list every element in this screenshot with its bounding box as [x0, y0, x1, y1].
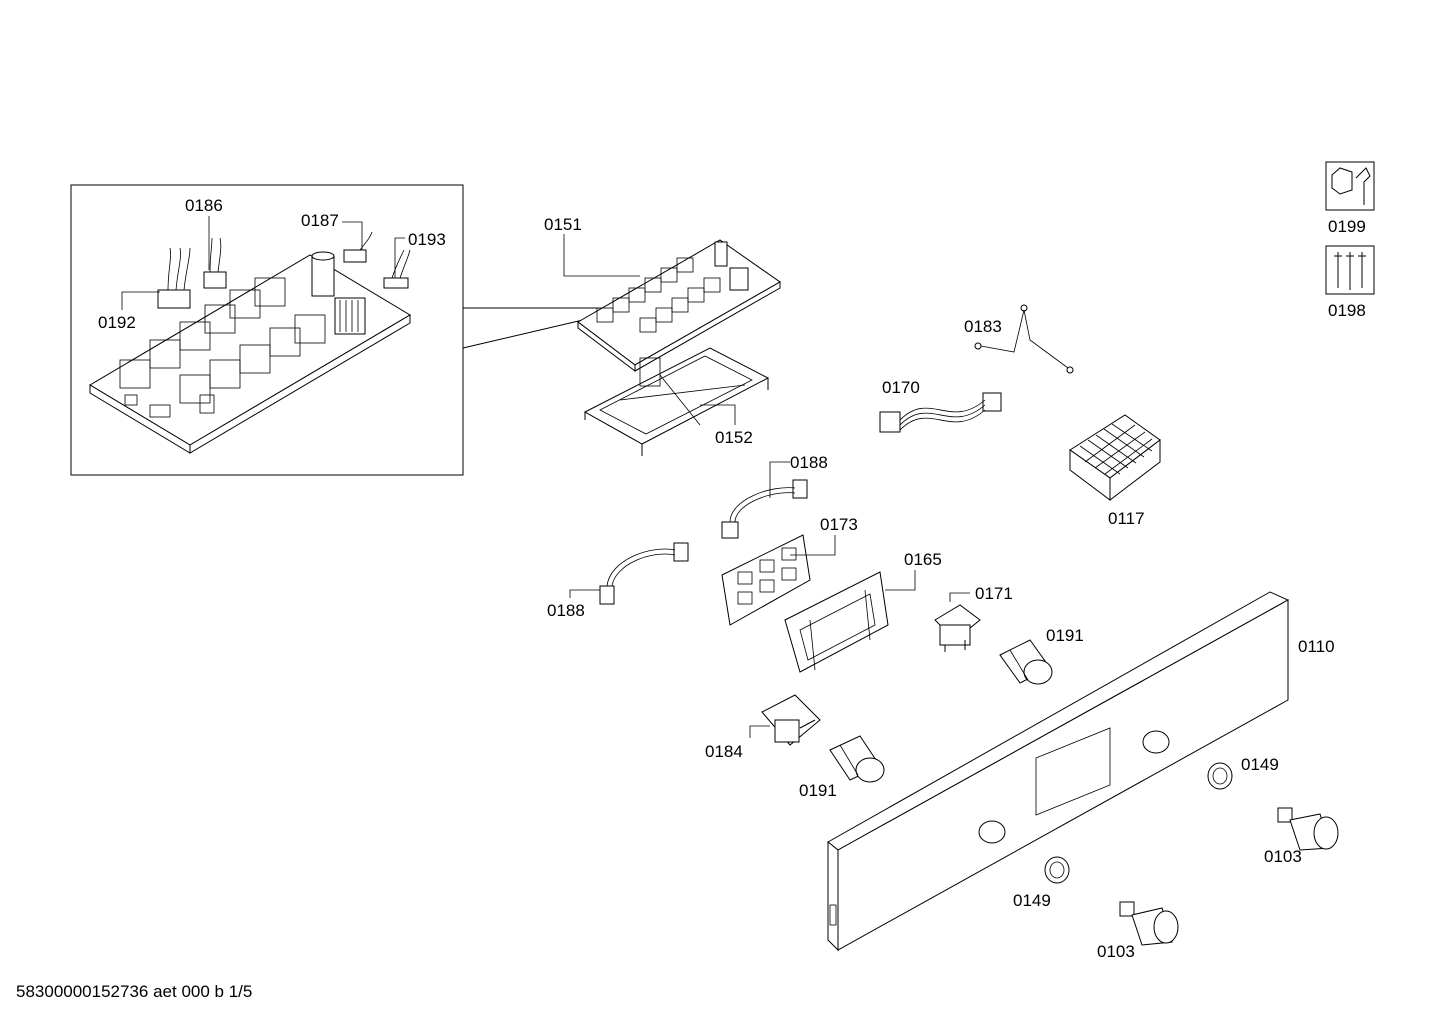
- part-0171-switch: [934, 604, 981, 652]
- label-0184: 0184: [705, 742, 743, 761]
- label-0110: 0110: [1298, 637, 1335, 656]
- label-0198: 0198: [1328, 301, 1366, 320]
- label-0188-lower: 0188: [547, 601, 585, 620]
- part-0165-frame: [784, 571, 889, 673]
- label-0170: 0170: [882, 378, 920, 397]
- label-0199: 0199: [1328, 217, 1366, 236]
- detail-inset: [70, 184, 601, 476]
- part-0110-control-panel: [827, 591, 1290, 952]
- label-0173: 0173: [820, 515, 858, 534]
- label-0187: 0187: [301, 211, 339, 230]
- label-0188-upper: 0188: [790, 453, 828, 472]
- label-0152: 0152: [715, 428, 753, 447]
- part-0183-wire: [974, 304, 1074, 374]
- label-0186: 0186: [185, 196, 223, 215]
- label-0183: 0183: [964, 317, 1002, 336]
- label-0117: 0117: [1108, 509, 1145, 528]
- part-0151-pcb: [577, 239, 781, 373]
- label-0191-upper: 0191: [1046, 626, 1084, 645]
- label-0165: 0165: [904, 550, 942, 569]
- part-0191-encoder-upper: [999, 639, 1053, 685]
- part-0149-ring-left: [1044, 856, 1070, 884]
- label-0103-right: 0103: [1264, 847, 1302, 866]
- label-0103-left: 0103: [1097, 942, 1135, 961]
- document-id: 58300000152736 aet 000 b 1/5: [16, 982, 252, 1001]
- label-0171: 0171: [975, 584, 1013, 603]
- label-0192: 0192: [98, 313, 136, 332]
- part-0188-cable-lower: [599, 542, 689, 605]
- pcb-enlarged: [89, 231, 411, 454]
- part-0103-knob-left: [1119, 901, 1179, 946]
- label-0193: 0193: [408, 230, 446, 249]
- part-0152-bracket: [583, 347, 770, 456]
- label-0149-left: 0149: [1013, 891, 1051, 910]
- part-0103-knob-right: [1277, 807, 1339, 851]
- part-0188-cable-upper: [721, 479, 808, 539]
- wrench-nut-icon: [1325, 161, 1375, 211]
- part-0173-keypad-board: [721, 534, 811, 626]
- part-0117-heatsink: [1069, 414, 1161, 502]
- screws-icon: [1325, 245, 1375, 295]
- part-0191-encoder-lower: [829, 735, 885, 783]
- part-0149-ring-right: [1207, 762, 1233, 790]
- label-0149-right: 0149: [1241, 755, 1279, 774]
- part-0184-selector: [761, 694, 821, 746]
- part-0170-cable: [879, 392, 1002, 433]
- label-0191-lower: 0191: [799, 781, 837, 800]
- label-0151: 0151: [544, 215, 582, 234]
